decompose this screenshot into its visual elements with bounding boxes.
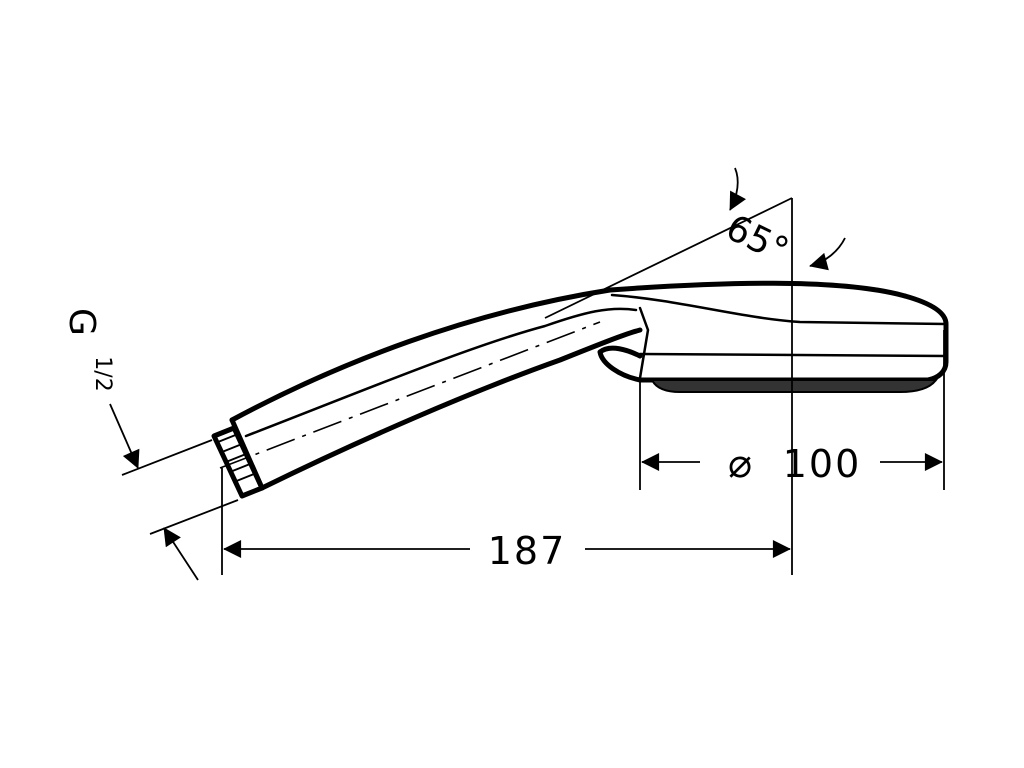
centerline: [219, 321, 601, 469]
handle-bottom-edge: [259, 327, 643, 491]
handle-inner-contour: [244, 307, 638, 438]
dim-length-label: 187: [488, 529, 567, 573]
thread-letter-label: G: [61, 308, 102, 336]
angle-reference-line: [544, 197, 793, 319]
head-outline: [597, 293, 949, 383]
head-mid-line: [638, 352, 948, 358]
thread-size-label: 1/2: [90, 356, 115, 391]
thread-dim-arrow-bottom: [163, 527, 199, 581]
angle-arrow-right: [809, 237, 846, 271]
head-inner-contour: [610, 293, 948, 326]
dim-diameter-symbol: ⌀: [728, 441, 752, 487]
handle-top-edge: [229, 280, 908, 423]
spray-face: [650, 379, 939, 393]
thread-lines: [217, 433, 255, 483]
dimension-lines: [109, 167, 945, 581]
angle-arrow-top: [729, 167, 746, 211]
thread-ext-line-top: [121, 439, 213, 476]
thread-dim-arrow-top: [109, 403, 140, 469]
thread-connector: [211, 425, 265, 499]
head-front-line: [638, 306, 650, 380]
dim-angle-label: 65°: [719, 207, 794, 272]
dim-diameter-label: 100: [783, 442, 862, 486]
thread-ext-line-bottom: [149, 499, 239, 535]
